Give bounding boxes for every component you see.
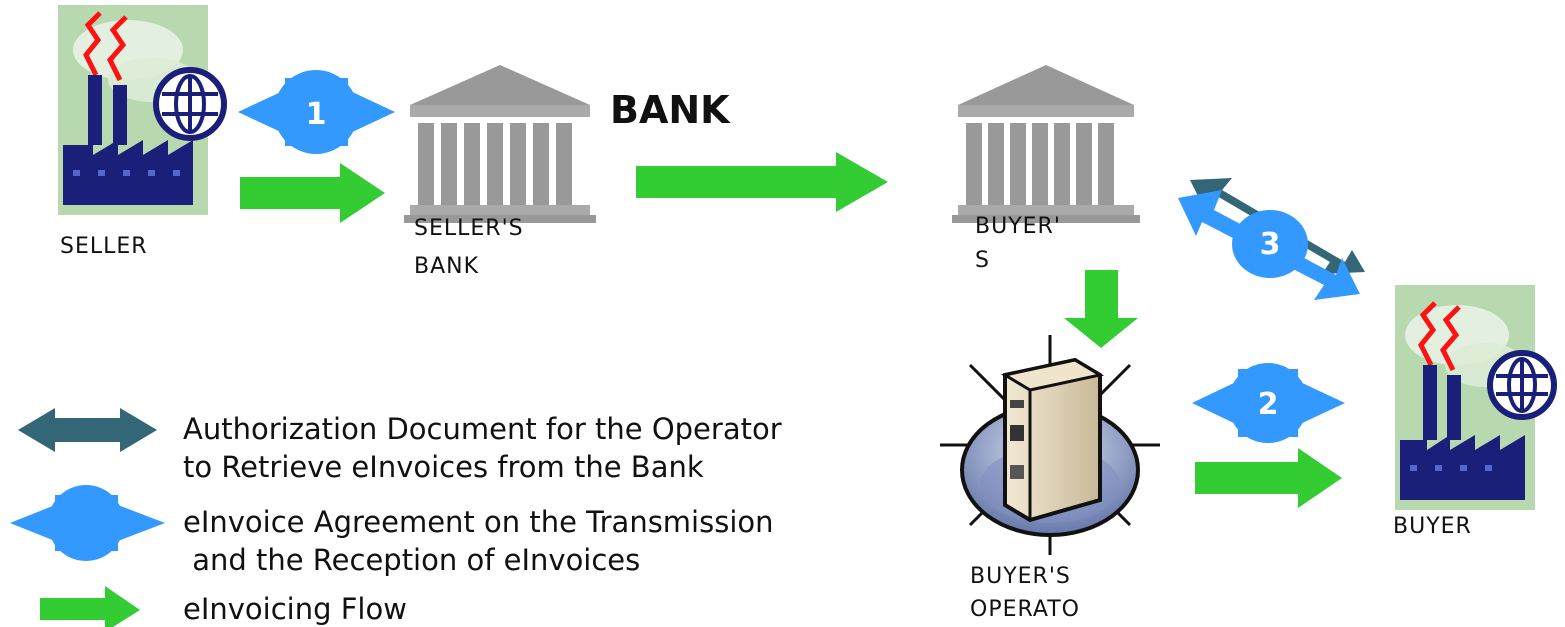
legend-flow-line-1: eInvoicing Flow [183,592,407,626]
buyers-bank-building-icon [952,65,1140,223]
legend-agreement-line-1: eInvoice Agreement on the Transmission [183,505,774,539]
step-label-3: 3 [1260,227,1281,262]
legend-green-arrow-icon [40,586,140,627]
flow-arrow-bank-to-operator [1064,270,1138,348]
agreement-arrow-1: 1 [238,70,395,154]
legend-blue-diamond-double-arrow-icon [10,485,165,561]
agreement-arrow-2: 2 [1192,363,1345,443]
buyers-operator-label-line-1: BUYER'S [970,564,1071,589]
buyers-operator-label-line-2: OPERATO [970,597,1080,622]
legend-authorization-line-1: Authorization Document for the Operator [183,412,782,446]
sellers-bank-label-line-2: BANK [414,254,480,279]
buyer-globe-icon [1487,350,1557,420]
flow-arrow-bank-to-bank [636,152,888,212]
agreement-arrow-3: 3 [1178,190,1360,300]
step-label-2: 2 [1258,387,1279,422]
buyer-label: BUYER [1393,514,1472,539]
flow-arrow-operator-to-buyer [1195,448,1342,508]
legend-dark-teal-double-arrow-icon [18,408,157,452]
sellers-bank-label-line-1: SELLER'S [414,216,524,241]
buyers-operator-server-icon [940,335,1160,555]
flow-arrow-seller-to-bank [240,163,385,223]
bank-title: BANK [610,88,730,132]
buyers-bank-label-line-2: S [975,248,990,273]
seller-globe-icon [153,67,227,141]
sellers-bank-building-icon [404,65,596,223]
buyers-bank-label-line-1: BUYER' [975,214,1061,239]
legend-agreement-line-2: and the Reception of eInvoices [183,543,641,577]
step-label-1: 1 [306,97,327,132]
seller-label: SELLER [60,234,148,259]
legend-authorization-line-2: to Retrieve eInvoices from the Bank [183,450,704,484]
